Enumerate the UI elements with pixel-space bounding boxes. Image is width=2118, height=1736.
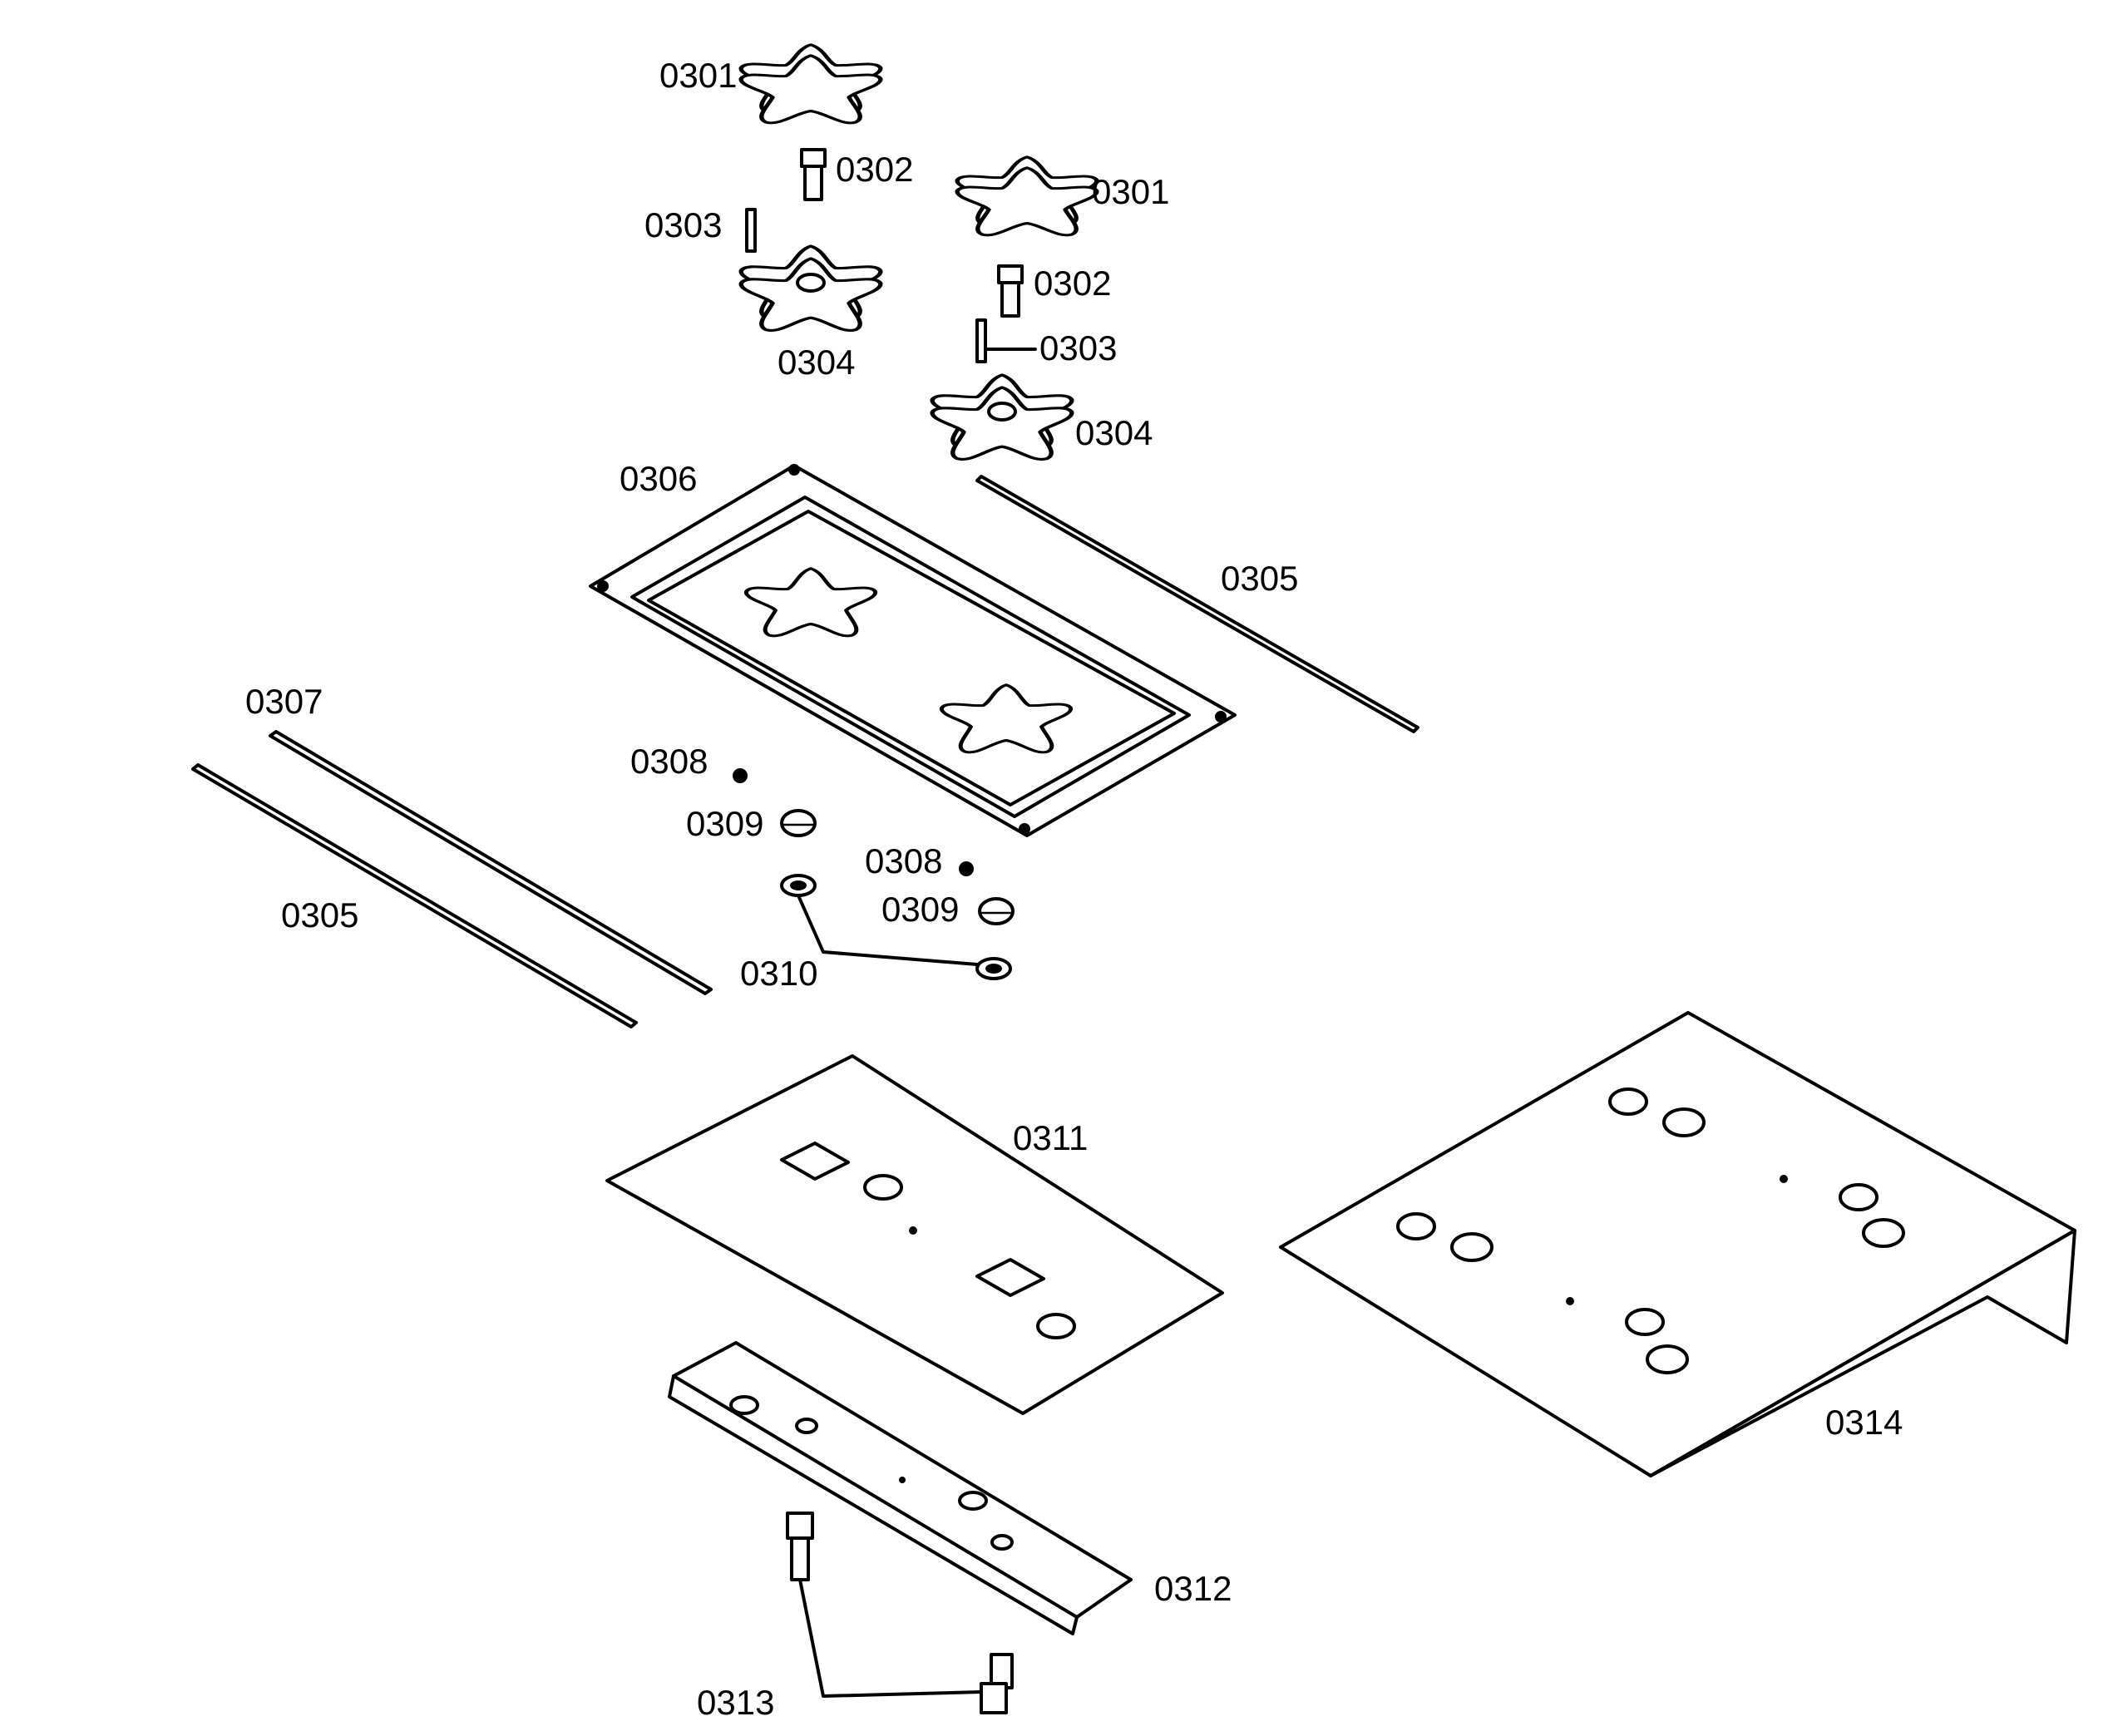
bracket-0312 — [668, 1341, 1133, 1635]
label-0308-b: 0308 — [865, 841, 942, 880]
drip-tray-0306 — [589, 464, 1237, 837]
knob-0309-b — [978, 897, 1015, 925]
label-0302-a: 0302 — [836, 150, 913, 189]
trim-0307 — [269, 730, 713, 995]
label-0305-b: 0305 — [281, 895, 358, 935]
side-trim-0305-left — [191, 763, 638, 1028]
label-0303-a: 0303 — [644, 205, 722, 244]
label-0311: 0311 — [1013, 1118, 1088, 1157]
panel-0311 — [605, 1054, 1224, 1415]
thermocouple-0303-left — [745, 208, 757, 253]
injector-0302-right — [997, 264, 1024, 318]
label-0309-b: 0309 — [881, 890, 959, 929]
valve-0313 — [786, 1512, 1014, 1714]
label-0305-a: 0305 — [1221, 559, 1298, 598]
label-0301-b: 0301 — [1092, 172, 1169, 211]
label-0304-b: 0304 — [1075, 413, 1153, 452]
burner-cap-0301-right — [957, 157, 1097, 235]
label-0301-a: 0301 — [659, 56, 737, 95]
label-0304-a: 0304 — [778, 343, 855, 382]
side-trim-0305-right — [975, 475, 1419, 733]
label-0309-a: 0309 — [686, 804, 763, 843]
label-0310: 0310 — [740, 954, 817, 993]
label-0308-a: 0308 — [630, 742, 708, 781]
screw-0308-b — [959, 861, 974, 876]
injector-0302-left — [800, 148, 827, 201]
label-0312: 0312 — [1154, 1569, 1232, 1608]
burner-cap-0301-left — [741, 45, 881, 123]
thermocouple-0303-right — [975, 318, 1037, 363]
knob-0309-a — [780, 809, 817, 837]
label-0303-b: 0303 — [1039, 328, 1117, 367]
label-0314: 0314 — [1825, 1403, 1903, 1442]
ring-0310 — [780, 874, 1012, 980]
label-0313: 0313 — [697, 1683, 774, 1722]
burner-body-0304-left — [741, 246, 881, 330]
label-0302-b: 0302 — [1034, 264, 1111, 303]
screw-0308-a — [733, 768, 748, 783]
burner-body-0304-right — [932, 375, 1072, 459]
label-0306: 0306 — [620, 459, 697, 498]
base-pan-0314 — [1279, 1011, 2076, 1477]
label-0307: 0307 — [245, 682, 323, 721]
